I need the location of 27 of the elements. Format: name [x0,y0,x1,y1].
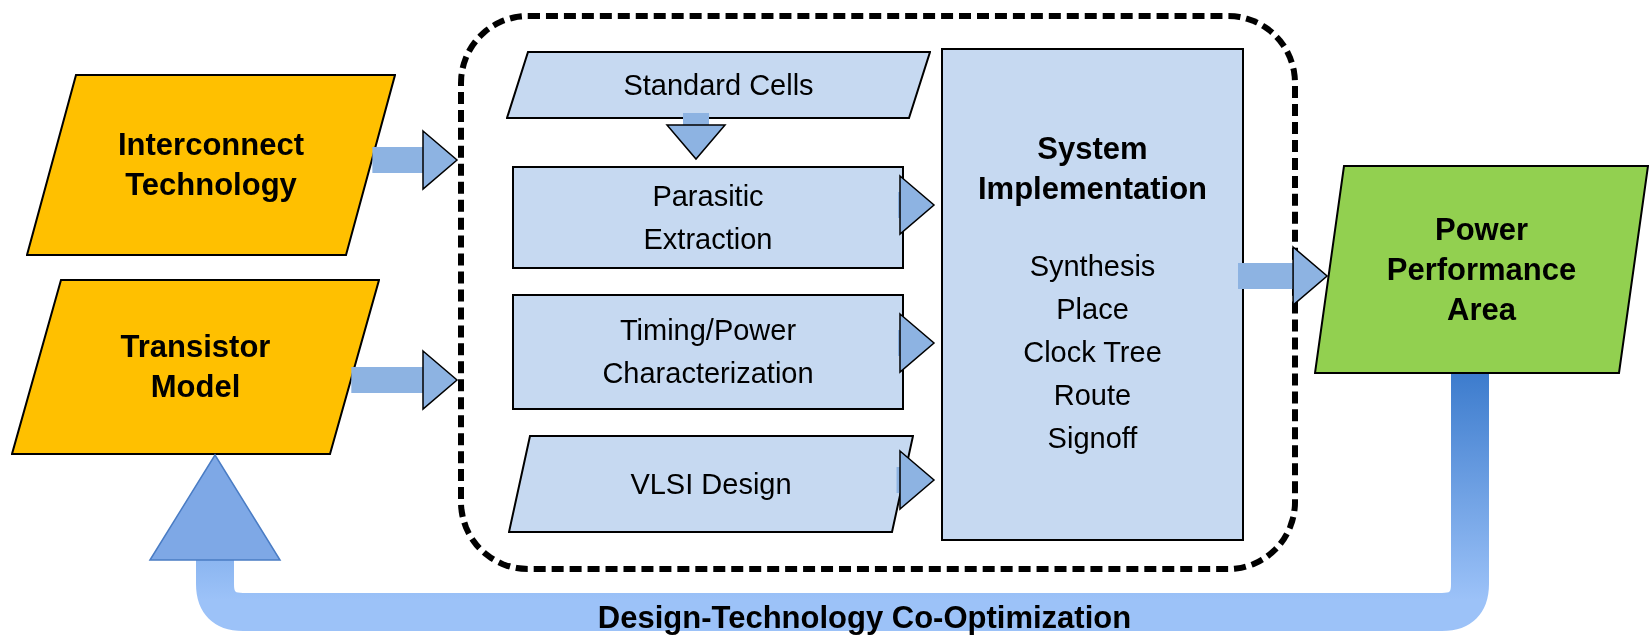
edge-label: Design-Technology Co-Optimization [597,600,1132,636]
parallelogram [506,51,931,119]
process-box [941,48,1244,541]
feedback-arrow [149,374,1489,631]
block-arrow [1238,246,1328,306]
node-text: Standard Cells [623,67,814,103]
block-arrow [898,175,935,235]
parallelogram [26,74,396,256]
block-arrow [351,350,458,410]
block-arrow [666,113,726,160]
process-box [512,294,904,410]
block-arrow [898,313,935,373]
node-text: Parasitic Extraction [642,178,774,257]
dashed-group-frame [458,13,1298,572]
parallelogram [11,279,380,455]
node-title: Interconnect Technology [117,126,305,204]
node-text: Synthesis Place Clock Tree Route Signoff [1022,249,1163,456]
node-title: System Implementation [976,130,1209,208]
node-title: Power Performance Area [1385,210,1578,329]
block-arrow [896,450,935,510]
node-text: Timing/Power Characterization [601,313,815,391]
parallelogram [1314,165,1649,374]
block-arrow [372,130,458,190]
node-text: VLSI Design [630,466,792,502]
node-title: Transistor Model [119,328,272,406]
parallelogram [508,435,914,533]
process-box [512,166,904,269]
